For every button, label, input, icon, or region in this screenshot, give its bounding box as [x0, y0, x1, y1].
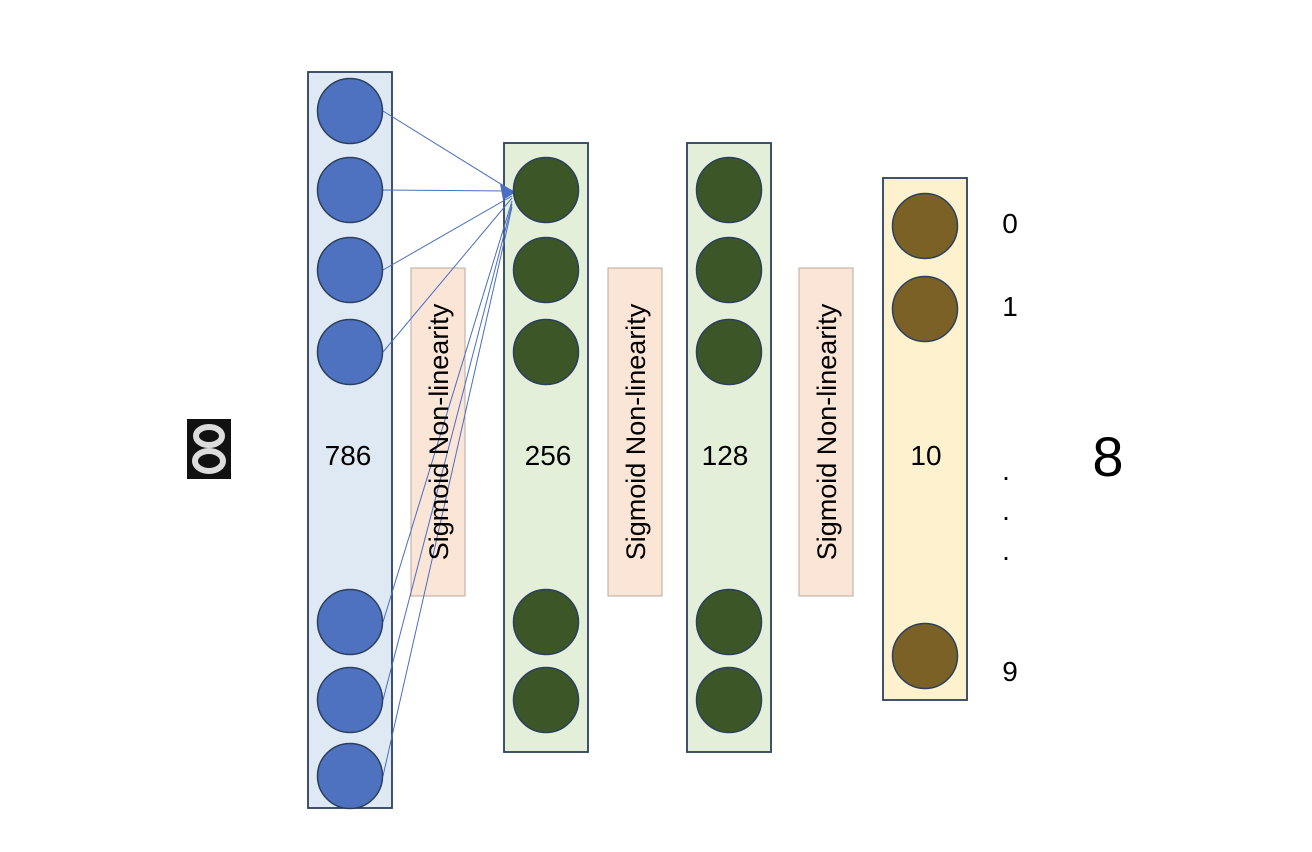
input-node [316, 666, 384, 734]
output-ellipsis-dot: . [1002, 455, 1010, 486]
arrowhead [500, 184, 516, 200]
connection-line [382, 195, 513, 271]
hidden-node [695, 318, 763, 386]
hidden-node [695, 236, 763, 304]
output-ellipsis-dot: . [1002, 495, 1010, 526]
prediction-label: 8 [1092, 425, 1123, 488]
activation-box-3 [798, 267, 854, 597]
activation-label-1: Sigmoid Non-linearity [424, 303, 454, 560]
connection-line [382, 206, 513, 777]
connection-line [382, 203, 513, 701]
hidden-node [695, 156, 763, 224]
connection-line [382, 197, 513, 353]
input-node [316, 156, 384, 224]
activation-box-2 [607, 267, 663, 597]
activation-box-1 [410, 267, 466, 597]
output-layer-box [882, 177, 968, 701]
activation-label-2: Sigmoid Non-linearity [621, 303, 651, 560]
input-node [316, 77, 384, 145]
input-node [316, 742, 384, 810]
output-node [891, 192, 959, 260]
output-layer-count: 10 [910, 440, 941, 471]
hidden-node [512, 588, 580, 656]
output-label-0: 0 [1002, 208, 1018, 239]
hidden-layer-1-nodes [512, 156, 580, 734]
hidden-layer-1-count: 256 [525, 440, 572, 471]
hidden-node [512, 318, 580, 386]
input-node [316, 318, 384, 386]
hidden-node [695, 666, 763, 734]
connections [382, 110, 516, 777]
output-ellipsis-dot: . [1002, 535, 1010, 566]
input-digit-image [187, 419, 231, 479]
hidden-node [512, 666, 580, 734]
hidden-node [695, 588, 763, 656]
input-node [316, 236, 384, 304]
output-nodes [891, 192, 959, 690]
hidden-layer-2-count: 128 [702, 440, 749, 471]
input-layer-count: 786 [325, 440, 372, 471]
output-label-1: 1 [1002, 291, 1018, 322]
input-nodes [316, 77, 384, 810]
output-label-9: 9 [1002, 656, 1018, 687]
output-node [891, 622, 959, 690]
input-node [316, 588, 384, 656]
activation-label-3: Sigmoid Non-linearity [812, 303, 842, 560]
connection-line [382, 189, 513, 192]
output-node [891, 275, 959, 343]
hidden-node [512, 156, 580, 224]
hidden-node [512, 236, 580, 304]
connection-line [382, 200, 513, 623]
connection-line [382, 110, 513, 192]
hidden-layer-2-nodes [695, 156, 763, 734]
